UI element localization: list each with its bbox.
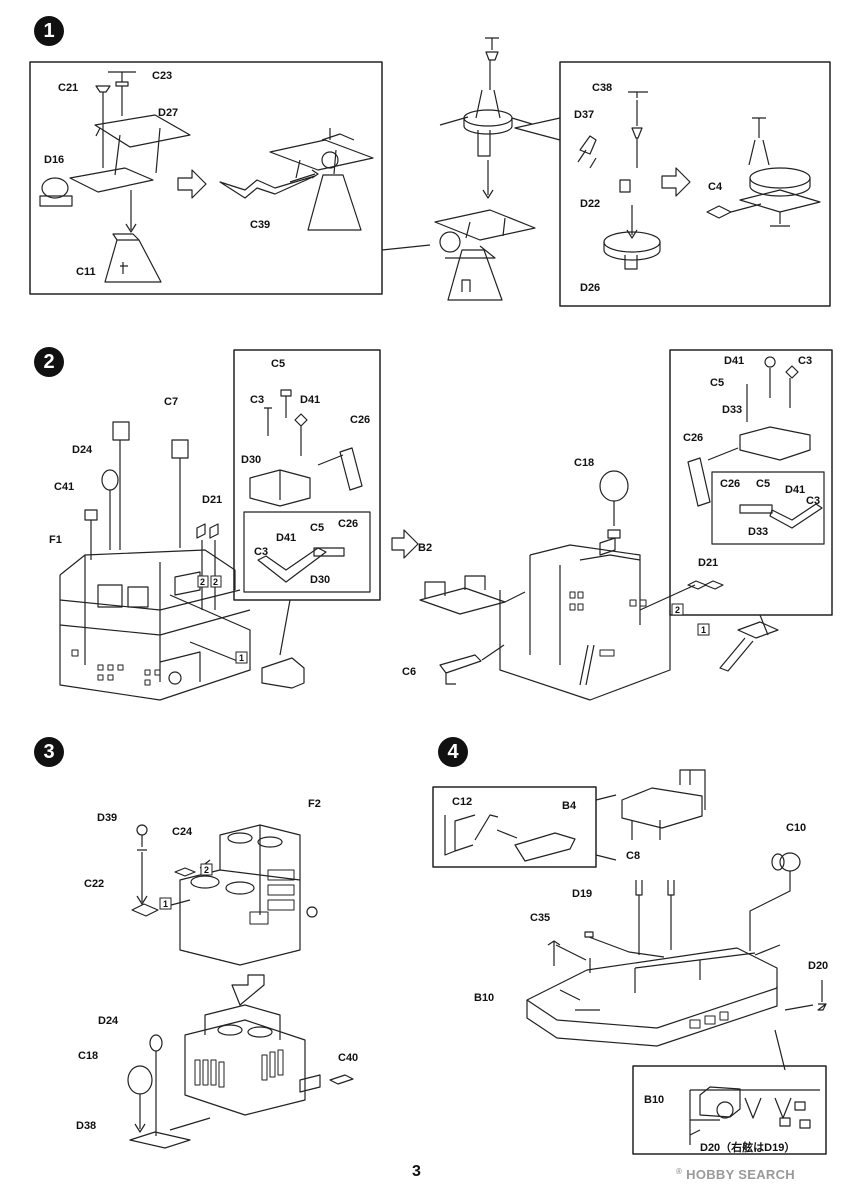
marker-1-b: 1	[701, 625, 707, 635]
watermark-reg: ®	[676, 1167, 683, 1176]
part-label-d24-step3: D24	[98, 1015, 119, 1027]
part-label-c26-right: C26	[683, 432, 704, 444]
part-label-c8: C8	[626, 850, 641, 862]
step-3-badge: 3	[34, 737, 64, 767]
part-label-d33: D33	[722, 404, 743, 416]
part-label-c39: C39	[250, 219, 271, 231]
part-label-d24: D24	[72, 444, 93, 456]
part-label-b4: B4	[562, 800, 577, 812]
part-label-c5-right: C5	[710, 377, 725, 389]
part-label-d30: D30	[241, 454, 262, 466]
part-label-d41-right: D41	[724, 355, 745, 367]
part-label-c3-right-inset: C3	[806, 495, 821, 507]
part-label-d41-right-inset: D41	[785, 484, 806, 496]
part-label-c22: C22	[84, 878, 105, 890]
marker-2-a: 2	[200, 577, 206, 587]
part-label-c26-right-inset: C26	[720, 478, 741, 490]
watermark: ® HOBBY SEARCH	[676, 1167, 795, 1182]
step-1-badge: 1	[34, 16, 64, 46]
marker-2-b: 2	[213, 577, 219, 587]
part-label-c26-inset: C26	[338, 518, 359, 530]
marker-1-c: 1	[163, 899, 169, 909]
part-label-c26: C26	[350, 414, 371, 426]
part-label-d39: D39	[97, 812, 118, 824]
part-label-f1: F1	[49, 534, 62, 546]
part-label-b10: B10	[474, 992, 495, 1004]
marker-2-c: 2	[675, 605, 681, 615]
part-label-c4: C4	[708, 181, 723, 193]
part-label-c18-step3: C18	[78, 1050, 99, 1062]
part-label-d41: D41	[300, 394, 321, 406]
part-label-c35: C35	[530, 912, 551, 924]
part-label-c3-right: C3	[798, 355, 813, 367]
page-number: 3	[412, 1163, 421, 1180]
part-label-d19: D19	[572, 888, 593, 900]
part-label-d20-inset: D20（右舷はD19）	[700, 1142, 796, 1154]
part-label-c21: C21	[58, 82, 79, 94]
part-label-c5-inset: C5	[310, 522, 325, 534]
part-label-d37: D37	[574, 109, 595, 121]
part-label-d21-right: D21	[698, 557, 719, 569]
part-label-c6: C6	[402, 666, 417, 678]
part-label-d16: D16	[44, 154, 65, 166]
part-label-d33-inset: D33	[748, 526, 769, 538]
part-label-f2: F2	[308, 798, 321, 810]
marker-1-a: 1	[239, 653, 245, 663]
part-label-c10: C10	[786, 822, 807, 834]
part-label-c3-inset: C3	[254, 546, 269, 558]
part-label-c41: C41	[54, 481, 75, 493]
part-label-d26: D26	[580, 282, 601, 294]
part-label-d38: D38	[76, 1120, 97, 1132]
part-label-b10-inset: B10	[644, 1094, 665, 1106]
marker-2-d: 2	[204, 865, 210, 875]
part-label-d21: D21	[202, 494, 223, 506]
step-4-badge: 4	[438, 737, 468, 767]
part-label-b2: B2	[418, 542, 433, 554]
part-label-c12: C12	[452, 796, 473, 808]
part-label-c11: C11	[76, 266, 96, 278]
part-label-c5-right-inset: C5	[756, 478, 771, 490]
part-label-c7: C7	[164, 396, 179, 408]
part-label-c5: C5	[271, 358, 286, 370]
part-label-c18: C18	[574, 457, 595, 469]
part-label-c40: C40	[338, 1052, 359, 1064]
part-label-c24: C24	[172, 826, 193, 838]
watermark-brand: HOBBY SEARCH	[686, 1167, 795, 1182]
part-label-d41-inset: D41	[276, 532, 297, 544]
part-label-c23: C23	[152, 70, 173, 82]
part-label-d27: D27	[158, 107, 179, 119]
part-label-d22: D22	[580, 198, 601, 210]
part-label-c3: C3	[250, 394, 265, 406]
step-2-badge: 2	[34, 347, 64, 377]
part-label-c38: C38	[592, 82, 613, 94]
part-label-d30-inset: D30	[310, 574, 331, 586]
part-label-d20: D20	[808, 960, 829, 972]
